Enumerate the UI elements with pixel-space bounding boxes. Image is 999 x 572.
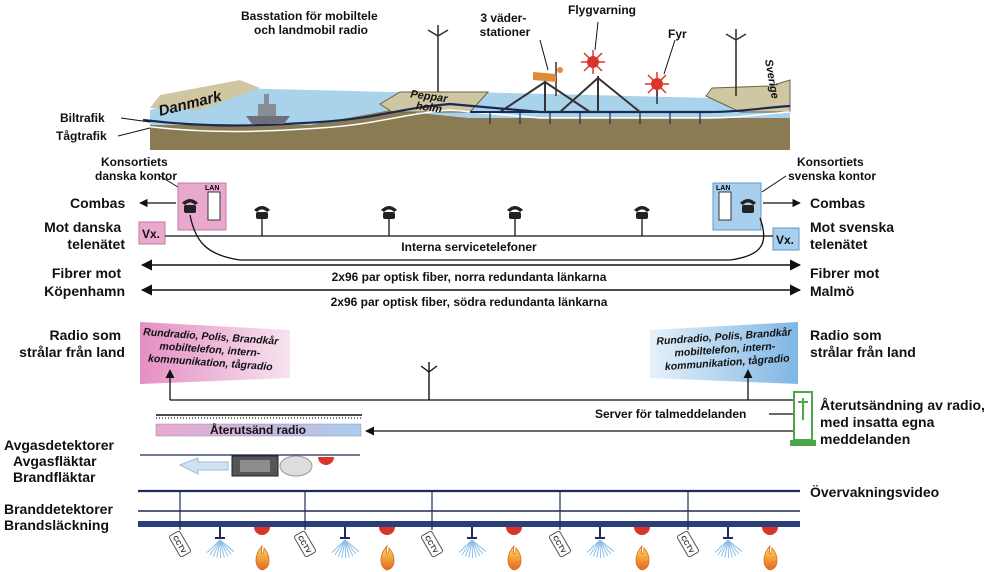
aterutsand-radio-bar [155,423,362,437]
radio-box-danish [140,322,290,384]
svensk-kontor-label: Konsortiets svenska kontor [788,155,876,183]
vx-danish-box [138,221,166,245]
radio-left-label: Radio som strålar från land [19,327,125,360]
brandslackning-label: Brandsläckning [4,517,109,533]
mot-svenska-label: Mot svenska telenätet [810,219,898,252]
flame-icon [380,544,395,571]
callout-lines [539,21,676,75]
avgasflaktar-label: Avgasfläktar [13,453,97,469]
brandflaktar-label: Brandfläktar [13,469,96,485]
vader-label: 3 väder- stationer [480,11,531,39]
rebroadcast-terminal-icon [790,391,816,446]
server-label: Server för talmeddelanden [595,407,746,421]
radio-box-swedish [650,322,798,384]
fire-detector-icon [762,527,778,535]
fyr-label: Fyr [668,27,687,41]
bridge-pylons [499,76,641,113]
overvakning-label: Övervakningsvideo [810,484,939,500]
flame-icon [635,544,650,571]
phone-icon [182,199,198,213]
vx-swedish-box [772,227,800,251]
vx-swedish-label: Vx. [776,233,794,247]
branddetektorer-label: Branddetektorer [4,501,113,517]
lan-switch-icon [207,191,221,221]
radio-section: Radio som strålar från land Radio som st… [19,322,989,447]
avgasdetektorer-label: Avgasdetektorer [4,437,115,453]
cctv-camera-icon: CCTV [677,530,699,558]
seabed-soil [150,102,790,150]
fire-detector-icon [506,527,522,535]
lan-label: LAN [205,185,219,192]
danish-coast [150,80,260,110]
flygvarning-label: Flygvarning [568,3,636,17]
service-phone-icons [254,206,650,236]
weather-station-icon [533,62,563,96]
sprinkler-icon [714,527,743,559]
fibrer-malmo-label: Fibrer mot Malmö [810,265,883,299]
dansk-kontor-label: Konsortiets danska kontor [95,155,177,183]
cctv-camera-icon: CCTV [169,530,191,558]
bridge-piers [489,112,701,124]
fibrer-kobenhavn-label: Fibrer mot Köpenhamn [44,265,125,299]
tunnel-devices: CCTV CCTV CCTV CCTV CCTV [169,491,778,571]
sprinkler-icon [206,527,235,559]
flame-icon [255,544,270,571]
lighthouse-icon [645,72,669,104]
radio-right-label: Radio som strålar från land [810,327,916,360]
flame-icon [763,544,778,571]
fan-assembly-icon [178,455,313,477]
combas-right-label: Combas [810,195,865,211]
telephony-section: Konsortiets danska kontor Konsortiets sv… [44,155,898,261]
aviation-warning-icon [581,50,605,74]
flame-icon [507,544,522,571]
fire-detector-icon [254,527,270,535]
road-rail-line [142,102,791,127]
lan-label-sweden: LAN [716,185,730,192]
combas-left-label: Combas [70,195,125,211]
vx-danish-label: Vx. [142,227,160,241]
cctv-camera-icon: CCTV [294,530,316,558]
safety-section: Avgasdetektorer Avgasfläktar Brandfläkta… [4,437,939,533]
sprinkler-icon [586,527,615,559]
cctv-camera-icon: CCTV [421,530,443,558]
landscape: Basstation för mobiltele och landmobil r… [56,3,791,150]
basstation-label: Basstation för mobiltele och landmobil r… [241,9,381,37]
radio-mast-icon [427,25,449,92]
lan-switch-sweden-icon [718,191,732,221]
ship-icon [246,94,290,124]
road-rail-line-lower [142,109,791,133]
mot-danska-label: Mot danska telenätet [44,219,125,252]
interna-label: Interna servicetelefoner [401,240,537,254]
radio-mast-sweden-icon [725,29,747,96]
cctv-camera-icon: CCTV [549,530,571,558]
aterutsandning-label: Återutsändning av radio, med insatta egn… [820,397,989,447]
sprinkler-icon [458,527,487,559]
tagtrafik-label: Tågtrafik [56,129,107,143]
exhaust-detector-icon [318,457,334,465]
fire-detector-icon [379,527,395,535]
biltrafik-label: Biltrafik [60,111,105,125]
tunnel-antenna-icon [420,362,438,400]
norra-label: 2x96 par optisk fiber, norra redundanta … [332,270,607,284]
fibre-section: 2x96 par optisk fiber, norra redundanta … [44,259,883,309]
aterutsand-radio-label: Återutsänd radio [210,422,306,437]
sprinkler-icon [331,527,360,559]
sodra-label: 2x96 par optisk fiber, södra redundanta … [331,295,608,309]
swedish-coast [705,79,791,113]
phone-sweden-icon [740,199,756,213]
pepparholm-label: Peppar holm [408,88,451,116]
fire-detector-icon [634,527,650,535]
sprinkler-pipe [138,521,800,527]
pepparholm-island [379,91,490,113]
